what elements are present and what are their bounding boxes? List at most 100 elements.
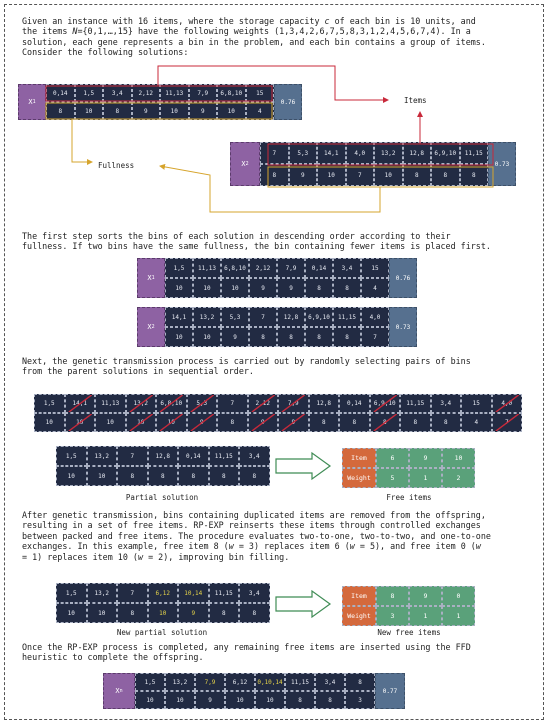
free-weight-cell: 5: [376, 468, 409, 488]
bin-items-cell: 6,9,10: [305, 307, 333, 327]
bin-fullness-cell: 8: [285, 691, 315, 709]
bin-fullness-cell: 10: [165, 327, 193, 347]
fitness-value: 0.73: [389, 307, 417, 347]
bin-fullness-cell: 7: [345, 164, 374, 186]
bin-items-cell: 2,12: [247, 394, 278, 413]
fitness-value: 0.73: [488, 142, 516, 186]
final-paragraph: Once the RP-EXP process is completed, an…: [22, 642, 471, 663]
bin-items-cell: 13,2: [193, 307, 221, 327]
bin-items-cell: 13,2: [374, 142, 403, 164]
bin-items-cell: 7: [117, 583, 148, 603]
free-weight-cell: 1: [442, 606, 475, 626]
bin-fullness-cell: 8: [103, 102, 132, 120]
bin-fullness-cell: 10: [135, 691, 165, 709]
bin-items-cell: 3,4: [315, 673, 345, 691]
bin-items-cell: 13,2: [86, 446, 117, 466]
bin-fullness-cell: 9: [288, 164, 317, 186]
bin-fullness-cell: 8: [333, 327, 361, 347]
bin-items-cell: 14,1: [317, 142, 346, 164]
bin-fullness-cell: 10: [165, 278, 193, 298]
bin-fullness-cell: 8: [400, 413, 431, 432]
bin-fullness-cell: 8: [459, 164, 488, 186]
free-weight-cell: 1: [409, 468, 442, 488]
bin-fullness-cell: 9: [247, 413, 278, 432]
items-label: Items: [404, 96, 427, 105]
bin-fullness-cell: 9: [131, 102, 160, 120]
bin-items-cell: 8: [345, 673, 375, 691]
bin-fullness-cell: 9: [278, 413, 309, 432]
items-var: N: [72, 26, 78, 37]
bin-items-cell: 0,14: [305, 258, 333, 278]
intro-line-1b: of each bin is 10 units, and: [329, 16, 476, 26]
bin-fullness-cell: 10: [317, 164, 346, 186]
bin-items-cell: 5,3: [221, 307, 249, 327]
bin-fullness-cell: 10: [193, 278, 221, 298]
bin-items-cell: 7,9: [277, 258, 305, 278]
bin-fullness-cell: 8: [117, 603, 148, 623]
bin-items-cell: 3,4: [103, 84, 132, 102]
bin-fullness-cell: 8: [239, 603, 270, 623]
free-weight-header: Weight: [342, 468, 376, 488]
bin-items-cell: 11,13: [95, 394, 126, 413]
bin-fullness-cell: 8: [147, 466, 178, 486]
bin-fullness-cell: 10: [74, 102, 103, 120]
bin-fullness-cell: 9: [178, 603, 209, 623]
bin-fullness-cell: 10: [217, 102, 246, 120]
bin-fullness-cell: 10: [86, 466, 117, 486]
bin-fullness-cell: 10: [193, 327, 221, 347]
new-partial-solution-caption: New partial solution: [116, 628, 208, 637]
bin-items-cell: 6,12: [225, 673, 255, 691]
rpexp-paragraph: After genetic transmission, bins contain…: [22, 510, 491, 562]
bin-items-cell: 1,5: [34, 394, 65, 413]
intro-line-1: Given an instance with 16 items, where t…: [22, 16, 325, 26]
bin-fullness-cell: 10: [147, 603, 178, 623]
bin-items-cell: 1,5: [56, 446, 87, 466]
bin-fullness-cell: 7: [361, 327, 389, 347]
bin-items-cell: 13,2: [165, 673, 195, 691]
bin-fullness-cell: 8: [117, 466, 148, 486]
bin-fullness-cell: 10: [125, 413, 156, 432]
free-item-cell: 8: [376, 586, 409, 606]
bin-items-cell: 10,14: [178, 583, 209, 603]
bin-fullness-cell: 8: [178, 466, 209, 486]
intro-paragraph: Given an instance with 16 items, where t…: [22, 16, 532, 58]
free-weight-cell: 2: [442, 468, 475, 488]
bin-fullness-cell: 9: [221, 327, 249, 347]
bin-items-cell: 12,8: [308, 394, 339, 413]
bin-fullness-cell: 8: [239, 466, 270, 486]
free-item-header: Item: [342, 586, 376, 606]
free-item-cell: 0: [442, 586, 475, 606]
fullness-label: Fullness: [98, 161, 135, 170]
free-item-cell: 6: [376, 448, 409, 468]
bin-fullness-cell: 10: [255, 691, 285, 709]
bin-fullness-cell: 8: [277, 327, 305, 347]
bin-items-cell: 14,1: [165, 307, 193, 327]
bin-fullness-cell: 10: [160, 102, 189, 120]
bin-items-cell: 11,15: [208, 583, 239, 603]
bin-items-cell: 3,4: [239, 583, 270, 603]
bin-fullness-cell: 10: [374, 164, 403, 186]
bin-items-cell: 1,5: [135, 673, 165, 691]
bin-items-cell: 6,8,10: [221, 258, 249, 278]
transmission-paragraph: Next, the genetic transmission process i…: [22, 356, 471, 377]
bin-items-cell: 0,14: [46, 84, 75, 102]
bin-items-cell: 14,1: [64, 394, 95, 413]
bin-items-cell: 3,4: [333, 258, 361, 278]
bin-items-cell: 7,9: [195, 673, 225, 691]
bin-items-cell: 7: [117, 446, 148, 466]
bin-fullness-cell: 8: [249, 327, 277, 347]
bin-items-cell: 11,15: [208, 446, 239, 466]
bin-items-cell: 1,5: [165, 258, 193, 278]
intro-line-3: solution, each gene represents a bin in …: [22, 36, 486, 47]
bin-fullness-cell: 4: [245, 102, 274, 120]
bin-items-cell: 12,8: [277, 307, 305, 327]
